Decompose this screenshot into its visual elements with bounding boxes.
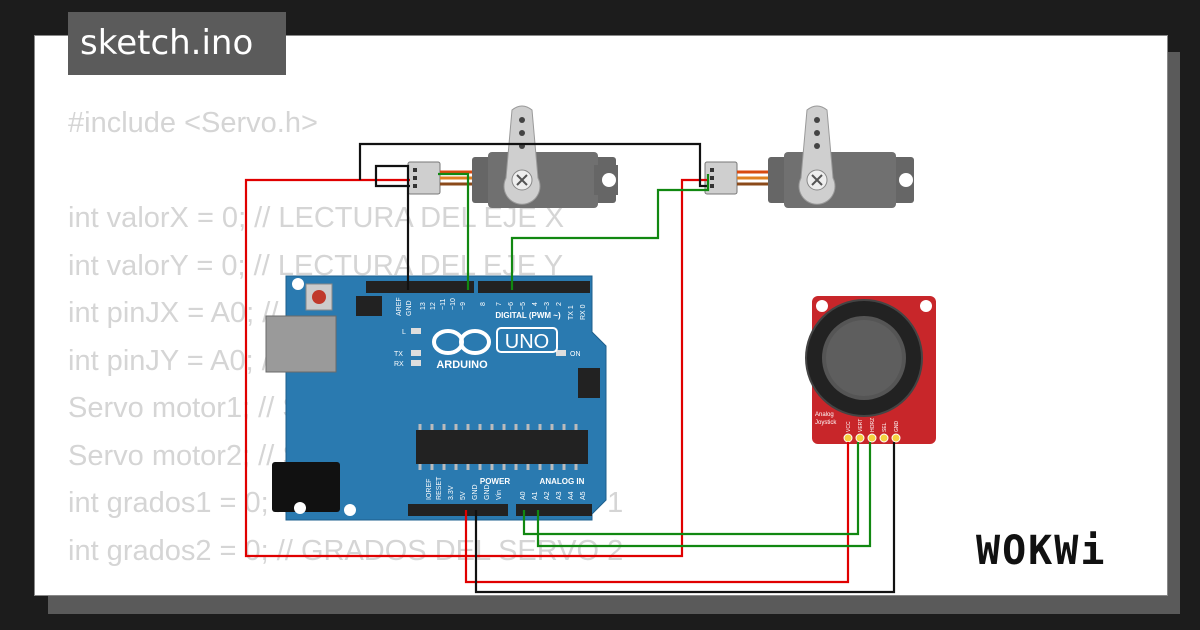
- pin-label: RX 0: [580, 304, 587, 320]
- pin-label: ~11: [440, 299, 447, 310]
- servo-motor-1: [407, 105, 618, 208]
- wire-green-servo2: [510, 174, 710, 290]
- servo-motor-2: [704, 105, 914, 208]
- pin-label: 4: [532, 302, 539, 306]
- analog-pin-labels: A0 A1 A2 A3 A4 A5: [520, 491, 587, 500]
- wire-green-a1: [536, 442, 872, 548]
- pin-label: GND: [894, 421, 900, 433]
- led-label-l: L: [402, 329, 406, 336]
- pin-label: IOREF: [426, 479, 433, 500]
- wire-black-gnd: [474, 442, 896, 594]
- wire-green-a0: [522, 442, 860, 536]
- pin-label: 13: [420, 302, 427, 310]
- pin-label: A0: [520, 491, 527, 500]
- joystick-label-line2: Joystick: [815, 420, 837, 426]
- led-label-rx: RX: [394, 361, 404, 368]
- pin-label: A2: [544, 491, 551, 500]
- pin-label: RESET: [436, 476, 443, 500]
- pin-label: A5: [580, 491, 587, 500]
- pin-label: AREF: [396, 297, 403, 316]
- wire-red-5v: [464, 442, 850, 584]
- wokwi-logo: WOKWi: [976, 528, 1107, 574]
- joystick-label-line1: Analog: [815, 412, 834, 418]
- joystick-pin-labels: VCC VERT HORZ SEL GND: [846, 418, 900, 432]
- pin-label: 7: [496, 302, 503, 306]
- wire-black-servo1: [374, 164, 410, 290]
- pin-label: A1: [532, 491, 539, 500]
- pin-label: ~5: [520, 302, 527, 310]
- wire-red-servo1: [244, 178, 708, 558]
- board-brand-label: ARDUINO: [436, 359, 488, 371]
- pin-label: SEL: [882, 422, 888, 432]
- pin-label: Vin: [496, 490, 503, 500]
- pin-label: GND: [472, 484, 479, 500]
- power-pins-label: POWER: [480, 477, 510, 486]
- pin-label: A3: [556, 491, 563, 500]
- code-line: int grados2 = 0; // GRADOS DEL SERVO 2: [68, 534, 624, 567]
- pin-label: GND: [406, 300, 413, 316]
- arduino-uno-board: UNO ARDUINO DIGITAL (PWM ~) POWER ANALOG…: [265, 275, 607, 521]
- led-label-tx: TX: [394, 351, 403, 358]
- pin-label: 5V: [460, 491, 467, 500]
- pin-label: 3.3V: [448, 485, 455, 500]
- pin-label: GND: [484, 484, 491, 500]
- pin-label: VCC: [846, 421, 852, 432]
- pin-label: 2: [556, 302, 563, 306]
- digital-pins-label: DIGITAL (PWM ~): [495, 311, 561, 320]
- pin-label: TX 1: [568, 305, 575, 320]
- pin-label: ~6: [508, 302, 515, 310]
- pin-label: 8: [480, 302, 487, 306]
- digital-pin-labels: AREF GND 13 12 ~11 ~10 ~9 8 7 ~6 ~5 4 ~3…: [396, 297, 587, 320]
- code-line: #include <Servo.h>: [68, 107, 318, 139]
- pin-label: 12: [430, 302, 437, 310]
- code-line: int valorX = 0; // LECTURA DEL EJE X: [68, 202, 565, 234]
- wire-black-servo-link: [358, 142, 708, 188]
- pin-label: ~9: [460, 302, 467, 310]
- led-label-on: ON: [570, 351, 581, 358]
- power-pin-labels: IOREF RESET 3.3V 5V GND GND Vin: [426, 476, 503, 500]
- pin-label: VERT: [858, 419, 864, 432]
- pin-label: ~3: [544, 302, 551, 310]
- analog-joystick: Analog Joystick VCC VERT HORZ SEL GND: [805, 296, 936, 444]
- pin-label: HORZ: [870, 418, 876, 432]
- pin-label: ~10: [450, 298, 457, 310]
- wires: [244, 142, 896, 594]
- file-name-tab: sketch.ino: [68, 12, 286, 75]
- analog-pins-label: ANALOG IN: [540, 477, 585, 486]
- pin-label: A4: [568, 491, 575, 500]
- board-model-label: UNO: [505, 331, 549, 353]
- wire-green-servo1: [438, 172, 470, 290]
